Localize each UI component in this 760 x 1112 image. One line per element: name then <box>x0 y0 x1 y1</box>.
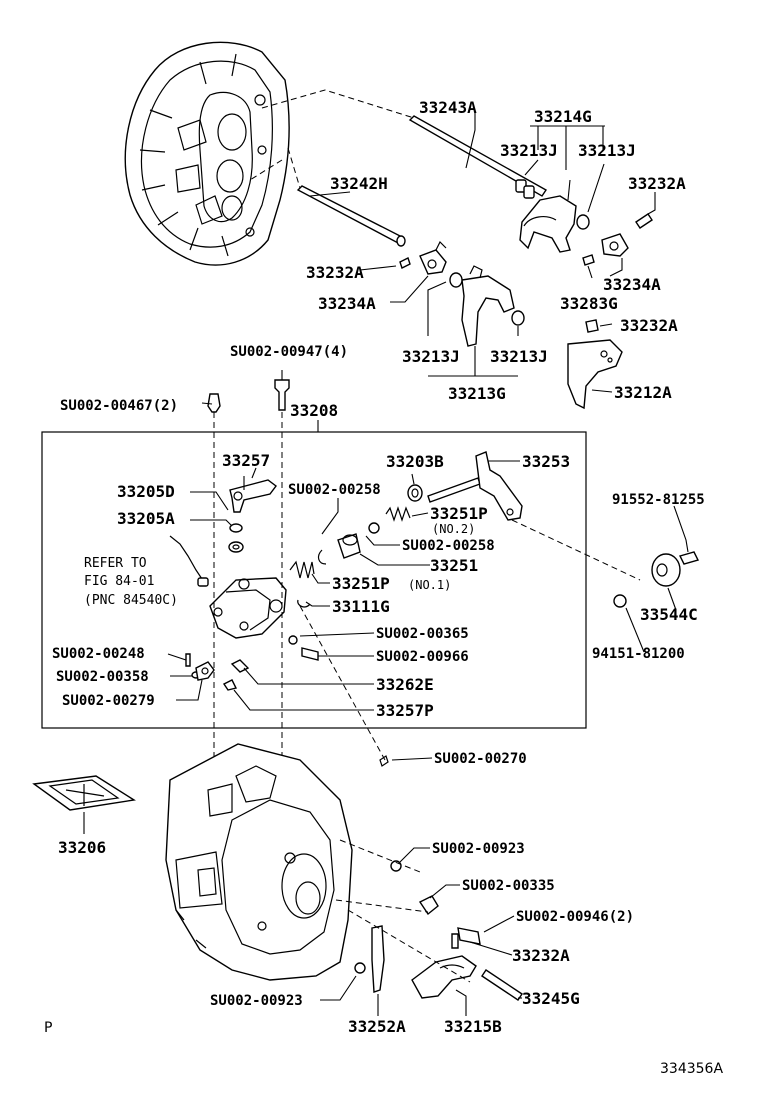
label-su00270: SU002-00270 <box>434 751 527 767</box>
alignment-lines-top <box>249 89 415 189</box>
label-33232A-mid: 33232A <box>620 316 678 335</box>
reverse-restrict-pin-su00365-su00966 <box>288 635 319 661</box>
washer-33205A <box>228 523 244 553</box>
shift-lever-shaft-33253 <box>427 451 523 521</box>
label-33232A-bottom: 33232A <box>512 946 570 965</box>
label-33251P-no2: 33251P <box>430 504 488 523</box>
clip-33111G <box>297 599 311 608</box>
label-su00966: SU002-00966 <box>376 649 469 665</box>
control-shift-housing <box>209 577 287 639</box>
label-33253: 33253 <box>522 452 570 471</box>
shift-fork-shaft-33243A <box>408 115 548 197</box>
assembly-frame-33208 <box>41 431 587 729</box>
shift-head-33234A-right <box>601 233 629 257</box>
bolt-su00947 <box>274 379 290 411</box>
label-33544C: 33544C <box>640 605 698 624</box>
footer-left-mark: P <box>44 1020 52 1036</box>
label-33215B: 33215B <box>444 1017 502 1036</box>
label-33234A-right: 33234A <box>603 275 661 294</box>
label-fig-84-01: FIG 84-01 <box>84 574 154 589</box>
label-su00358: SU002-00358 <box>56 669 149 685</box>
label-33251: 33251 <box>430 556 478 575</box>
part-labels: 33243A 33214G 33213J 33213J 33232A 33242… <box>52 98 705 1036</box>
label-33262E: 33262E <box>376 675 434 694</box>
label-33232A-left: 33232A <box>306 263 364 282</box>
label-su00923-upper: SU002-00923 <box>432 841 525 857</box>
lower-transmission-case <box>165 743 353 981</box>
label-no1: (NO.1) <box>408 578 451 592</box>
label-94151-81200: 94151-81200 <box>592 646 685 662</box>
label-33213G: 33213G <box>448 384 506 403</box>
label-refer-to: REFER TO <box>84 556 147 571</box>
lever-33252A <box>371 925 385 993</box>
lever-33262E-33257P <box>222 659 250 691</box>
plug-su00467 <box>207 393 221 413</box>
label-33252A: 33252A <box>348 1017 406 1036</box>
label-33257: 33257 <box>222 451 270 470</box>
shift-fork-33215B <box>411 955 477 999</box>
shift-fork-33214G <box>515 179 590 253</box>
label-33203B: 33203B <box>386 452 444 471</box>
magnet-33206 <box>32 775 136 811</box>
label-33234A-left: 33234A <box>318 294 376 313</box>
shift-fork-33212A <box>567 339 623 410</box>
label-33208: 33208 <box>290 401 338 420</box>
label-33206: 33206 <box>58 838 106 857</box>
label-su00335: SU002-00335 <box>462 878 555 894</box>
leader-lines <box>83 113 689 1016</box>
label-33257P: 33257P <box>376 701 434 720</box>
label-33205A: 33205A <box>117 509 175 528</box>
clip-su00270 <box>379 755 389 767</box>
label-su00467: SU002-00467(2) <box>60 398 178 414</box>
label-pnc-84540c: (PNC 84540C) <box>84 593 178 608</box>
label-33111G: 33111G <box>332 597 390 616</box>
spring-33251P-no1 <box>289 560 315 579</box>
shaft-33245G <box>481 969 523 1001</box>
label-su00279: SU002-00279 <box>62 693 155 709</box>
small-parts-su00248-su00358-su00279 <box>185 653 215 681</box>
label-33213J-mid-right: 33213J <box>490 347 548 366</box>
label-su00946: SU002-00946(2) <box>516 909 634 925</box>
label-su00258-upper: SU002-00258 <box>288 482 381 498</box>
figure-id: 334356A <box>660 1061 723 1077</box>
alignment-lines-bottom <box>335 839 471 983</box>
label-33213J-top-right: 33213J <box>578 141 636 160</box>
label-33283G: 33283G <box>560 294 618 313</box>
upper-transmission-case <box>124 41 290 266</box>
label-su00923-lower: SU002-00923 <box>210 993 303 1009</box>
shift-fork-33213G <box>449 265 525 347</box>
label-33245G: 33245G <box>522 989 580 1008</box>
label-33213J-mid-left: 33213J <box>402 347 460 366</box>
label-su00258-lower: SU002-00258 <box>402 538 495 554</box>
damper-33544C <box>613 551 700 608</box>
label-no2: (NO.2) <box>432 522 475 536</box>
shift-head-33234A-left <box>419 240 447 275</box>
label-33243A: 33243A <box>419 98 477 117</box>
oil-seal-33203B <box>407 484 423 502</box>
alignment-lines-frame <box>213 412 641 780</box>
label-33213J-top-left: 33213J <box>500 141 558 160</box>
selector-33251 <box>317 533 361 565</box>
label-33232A-top: 33232A <box>628 174 686 193</box>
label-su00947: SU002-00947(4) <box>230 344 348 360</box>
label-33205D: 33205D <box>117 482 175 501</box>
inner-lever-33257 <box>229 479 277 513</box>
shift-fork-shaft-33242H <box>296 185 406 247</box>
lower-small-parts <box>354 860 481 974</box>
label-33242H: 33242H <box>330 174 388 193</box>
spring-33251P-no2 <box>368 506 411 534</box>
speedometer-sensor-ref <box>169 535 209 587</box>
label-91552-81255: 91552-81255 <box>612 492 705 508</box>
label-33212A: 33212A <box>614 383 672 402</box>
interlock-pins-33232A <box>399 213 653 333</box>
label-33214G: 33214G <box>534 107 592 126</box>
label-su00248: SU002-00248 <box>52 646 145 662</box>
label-su00365: SU002-00365 <box>376 626 469 642</box>
label-33251P-no1: 33251P <box>332 574 390 593</box>
